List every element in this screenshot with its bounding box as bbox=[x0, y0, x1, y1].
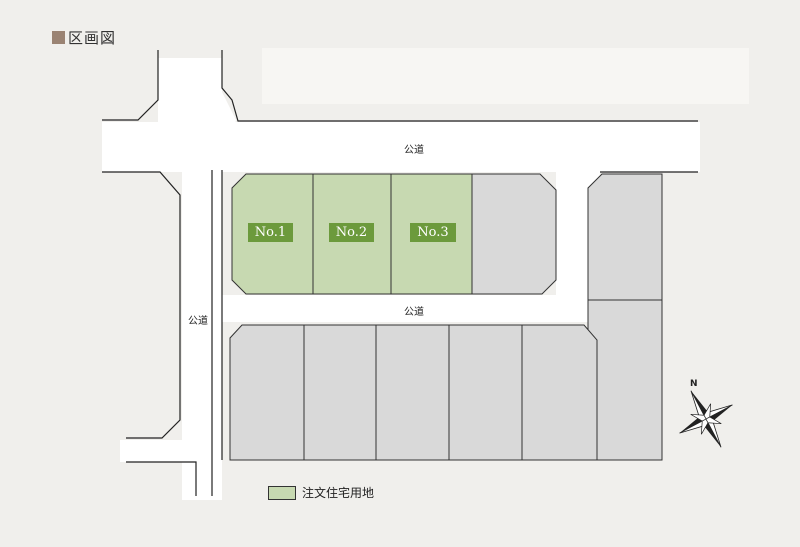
bottom-lots bbox=[229, 324, 598, 461]
lot-b1 bbox=[229, 324, 305, 461]
lot-b5 bbox=[521, 324, 598, 461]
lot-badge-1: No.1 bbox=[248, 223, 293, 242]
map-title: 区画図 bbox=[52, 27, 116, 48]
lot-b3 bbox=[375, 324, 450, 461]
middle-road bbox=[222, 295, 596, 322]
lot-badge-3: No.3 bbox=[410, 223, 456, 242]
road-lines bbox=[102, 50, 698, 496]
blank-banner bbox=[262, 48, 749, 104]
lot-right-bottom bbox=[587, 299, 663, 461]
road-label-middle: 公道 bbox=[404, 307, 424, 318]
lot-b4 bbox=[448, 324, 523, 461]
vertical-road bbox=[158, 58, 236, 500]
road-label-top: 公道 bbox=[404, 145, 424, 156]
lot-right-top bbox=[587, 173, 663, 301]
right-lots bbox=[587, 173, 663, 461]
legend-swatch bbox=[268, 485, 296, 500]
roads bbox=[102, 58, 700, 500]
compass-rose-icon bbox=[679, 390, 733, 448]
compass-north-label: N bbox=[690, 379, 698, 389]
title-text: 区画図 bbox=[68, 29, 117, 47]
bottom-left-road bbox=[120, 440, 222, 462]
lot-b2 bbox=[303, 324, 377, 461]
lot-4 bbox=[471, 173, 557, 295]
legend: 注文住宅用地 bbox=[268, 484, 374, 501]
road-label-left: 公道 bbox=[188, 316, 208, 327]
lot-badge-2: No.2 bbox=[329, 223, 374, 242]
title-marker-icon bbox=[52, 31, 65, 44]
top-road bbox=[102, 122, 700, 172]
legend-label: 注文住宅用地 bbox=[302, 486, 375, 500]
